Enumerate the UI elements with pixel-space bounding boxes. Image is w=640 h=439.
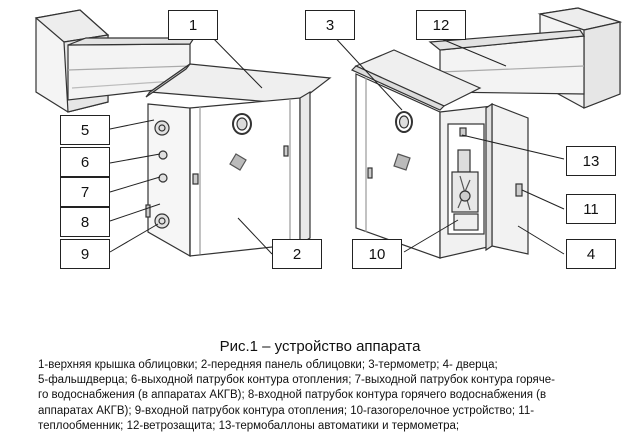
legend-line: аппаратах АКГВ); 9-входной патрубок конт… bbox=[38, 404, 535, 417]
callout-8: 8 bbox=[60, 207, 110, 237]
right-cabinet bbox=[350, 49, 529, 259]
callout-6: 6 bbox=[60, 147, 110, 177]
left-cabinet bbox=[145, 63, 332, 258]
callout-2: 2 bbox=[272, 239, 322, 269]
legend: 1-верхняя крышка облицовки; 2-передняя п… bbox=[38, 358, 598, 434]
callout-1: 1 bbox=[168, 10, 218, 40]
callout-5: 5 bbox=[60, 115, 110, 145]
callout-11: 11 bbox=[566, 194, 616, 224]
callout-7: 7 bbox=[60, 177, 110, 207]
legend-line: го водоснабжения (в аппаратах АКГВ); 8-в… bbox=[38, 389, 547, 402]
callout-3: 3 bbox=[305, 10, 355, 40]
callout-12: 12 bbox=[416, 10, 466, 40]
callout-10: 10 bbox=[352, 239, 402, 269]
leader-lines bbox=[109, 31, 565, 255]
legend-line: теплообменник; 12-ветрозащита; 13-термоб… bbox=[38, 419, 460, 432]
callout-4: 4 bbox=[566, 239, 616, 269]
callout-13: 13 bbox=[566, 146, 616, 176]
gas-burner-and-automation bbox=[447, 123, 485, 235]
callout-9: 9 bbox=[60, 239, 110, 269]
legend-line: 1-верхняя крышка облицовки; 2-передняя п… bbox=[38, 359, 498, 371]
right-wind-protection bbox=[428, 7, 623, 109]
figure-caption: Рис.1 – устройство аппарата bbox=[219, 338, 421, 355]
legend-line: 5-фальшдверца; 6-выходной патрубок конту… bbox=[38, 374, 556, 387]
pipe-fittings bbox=[145, 120, 170, 229]
door bbox=[485, 102, 529, 255]
